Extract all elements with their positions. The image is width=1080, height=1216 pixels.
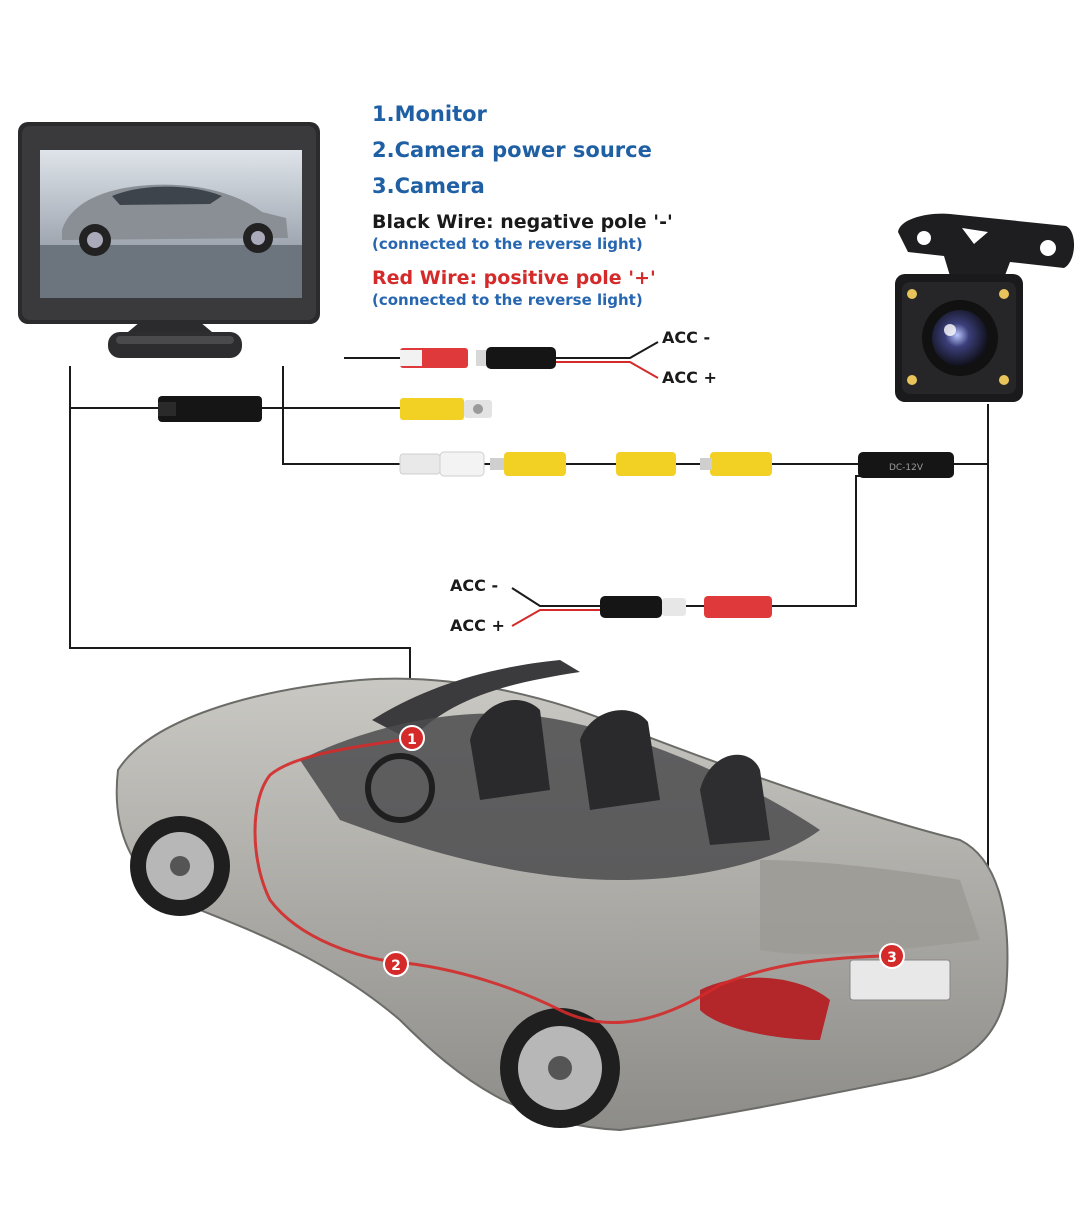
monitor-video-rca	[158, 396, 492, 422]
video-extension-connectors	[399, 451, 772, 477]
acc-minus-label-bottom: ACC -	[450, 576, 499, 595]
svg-text:3: 3	[887, 950, 897, 966]
black-wire-title: Black Wire: negative pole '-'	[372, 211, 673, 233]
bottom-power-connector	[511, 587, 772, 627]
acc-minus-label-top: ACC -	[662, 328, 711, 347]
svg-text:1: 1	[407, 732, 417, 748]
top-power-connector	[400, 341, 659, 379]
camera-icon	[895, 213, 1075, 402]
acc-plus-label-bottom: ACC +	[450, 616, 505, 635]
legend-item-power-source: 2.Camera power source	[372, 138, 652, 162]
svg-text:2: 2	[391, 958, 401, 974]
legend-item-camera: 3.Camera	[372, 174, 485, 198]
red-wire-title: Red Wire: positive pole '+'	[372, 267, 656, 289]
marker-3: 3	[879, 943, 905, 969]
red-wire-note: (connected to the reverse light)	[372, 291, 643, 309]
legend-item-monitor: 1.Monitor	[372, 102, 487, 126]
acc-plus-label-top: ACC +	[662, 368, 717, 387]
legend: 1.Monitor 2.Camera power source 3.Camera…	[372, 96, 673, 310]
converter-label: DC-12V	[889, 463, 924, 473]
car-illustration	[115, 660, 1009, 1132]
dc-converter: DC-12V	[858, 452, 954, 478]
marker-1: 1	[399, 725, 425, 751]
black-wire-note: (connected to the reverse light)	[372, 235, 643, 253]
marker-2: 2	[383, 951, 409, 977]
monitor-icon	[18, 122, 320, 358]
